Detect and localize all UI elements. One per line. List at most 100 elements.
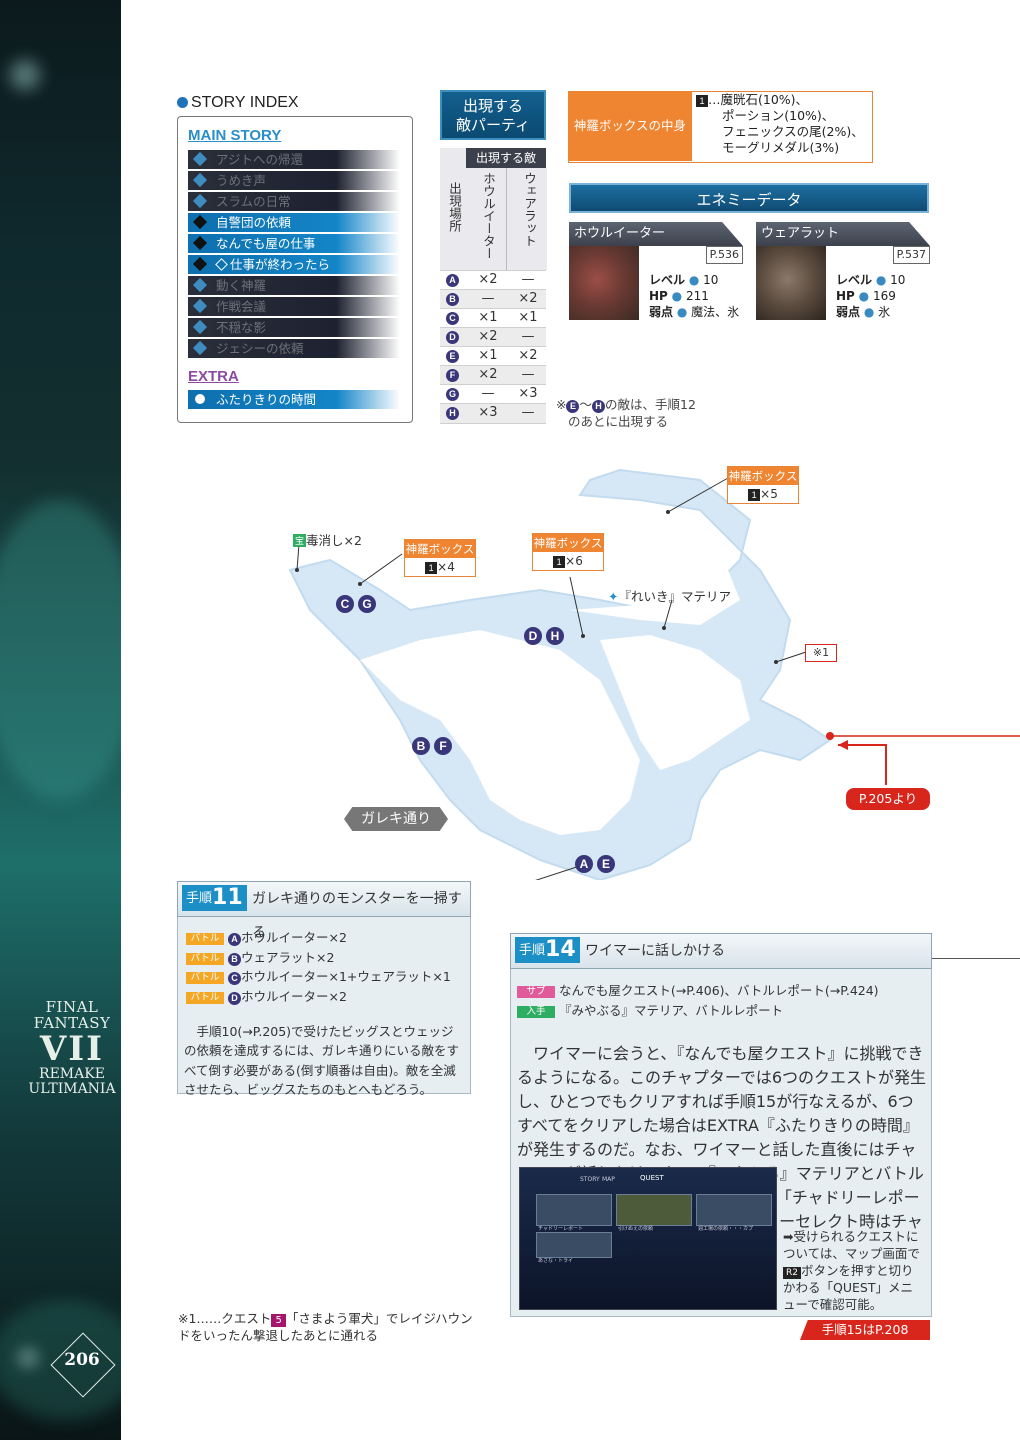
map-marker: F [434, 737, 452, 755]
table-row: B—×2 [440, 289, 546, 309]
step-11-body: 手順10(→P.205)で受けたビッグスとウェッジの依頼を達成するには、ガレキ通… [184, 1023, 460, 1098]
diamond-icon [192, 319, 208, 335]
step-number: 手順14 [515, 937, 580, 963]
step-14-tags: サブなんでも屋クエスト(→P.406)、バトルレポート(→P.424) 入手『み… [517, 981, 927, 1020]
story-item-current[interactable]: なんでも屋の仕事 [188, 234, 400, 253]
story-item[interactable]: 動く神羅 [188, 276, 400, 295]
extra-label: EXTRA [188, 368, 239, 385]
diamond-icon [192, 277, 208, 293]
diamond-icon [192, 193, 208, 209]
story-item[interactable]: 作戦会議 [188, 297, 400, 316]
next-step-link[interactable]: 手順15はP.208 [800, 1320, 930, 1340]
r2-button-icon: R2 [783, 1267, 801, 1279]
logo-line2: VII [39, 1028, 105, 1069]
map-note-mark: ※1 [805, 644, 837, 662]
step-number: 手順11 [182, 885, 247, 911]
map-marker: A [575, 855, 593, 873]
extra-item[interactable]: ふたりきりの時間 [188, 390, 400, 409]
logo-line4: ULTIMANIA [28, 1080, 116, 1097]
story-item[interactable]: うめき声 [188, 171, 400, 190]
leader-line [930, 958, 1020, 959]
map-marker: E [597, 855, 615, 873]
sparkle-icon: ✦ [608, 589, 619, 604]
story-index-title: STORY INDEX [177, 94, 299, 112]
col-header-1: ホウルイーター [466, 168, 507, 270]
diamond-icon [192, 151, 208, 167]
table-row: C×1×1 [440, 308, 546, 328]
box-icon: 1 [696, 95, 708, 107]
shinra-box-label: 神羅ボックスの中身 [568, 91, 692, 161]
box-icon: 1 [553, 556, 566, 568]
street-name: ガレキ通り [344, 807, 448, 831]
story-item[interactable]: スラムの日常 [188, 192, 400, 211]
shinra-box-items: 1…魔晄石(10%)、 ポーション(10%)、 フェニックスの尾(2%)、 モー… [696, 92, 870, 156]
story-item[interactable]: ジェシーの依頼 [188, 339, 400, 358]
treasure-icon: 宝 [293, 534, 307, 547]
diamond-icon [192, 298, 208, 314]
treasure-label: 宝毒消し×2 [293, 533, 362, 548]
enemy-card[interactable]: ウェアラット P.537 レベル ● 10 HP ● 169 弱点 ● 氷 [756, 222, 930, 320]
col-header-2: ウェアラット [507, 168, 547, 270]
table-row: D×2— [440, 327, 546, 347]
story-item[interactable]: アジトへの帰還 [188, 150, 400, 169]
diamond-icon [192, 256, 208, 272]
alert-diamond-icon [192, 214, 208, 230]
diamond-icon [192, 172, 208, 188]
enemy-data-title: エネミーデータ [569, 183, 929, 213]
map-marker: B [412, 737, 430, 755]
story-item[interactable]: 不穏な影 [188, 318, 400, 337]
materia-label: ✦『れいき』マテリア [608, 589, 731, 604]
map-marker: C [336, 595, 354, 613]
page-number: 206 [64, 1350, 100, 1370]
small-diamond-icon [215, 258, 228, 271]
map-marker: G [358, 595, 376, 613]
enemy-card[interactable]: ホウルイーター P.536 レベル ● 10 HP ● 211 弱点 ● 魔法、… [569, 222, 743, 320]
map-marker: D [524, 627, 542, 645]
page-ref: P.537 [892, 246, 930, 264]
step-11-box [177, 900, 471, 1094]
table-row: E×1×2 [440, 346, 546, 366]
box-icon: 1 [748, 489, 761, 501]
game-logo: FINAL FANTASY VII REMAKE ULTIMANIA [22, 998, 122, 1097]
story-index-title-text: STORY INDEX [191, 94, 299, 111]
table-row: F×2— [440, 365, 546, 385]
place-header: 出現場所 [440, 148, 467, 270]
enemy-party-title: 出現する 敵パーティ [440, 90, 546, 140]
enemy-stats: レベル ● 10 HP ● 211 弱点 ● 魔法、氷 [649, 273, 740, 319]
table-row: A×2— [440, 270, 546, 290]
story-item-current[interactable]: 自警団の依頼 [188, 213, 400, 232]
story-subitem-current[interactable]: 仕事が終わったら [188, 255, 400, 274]
area-map [288, 468, 1020, 880]
alert-diamond-icon [192, 235, 208, 251]
enemy-header: 出現する敵 [466, 148, 546, 168]
box-icon: 1 [425, 562, 438, 574]
enemy-portrait [569, 246, 639, 320]
logo-line3: REMAKE [39, 1066, 105, 1083]
logo-line1: FINAL FANTASY [33, 998, 111, 1032]
enemy-stats: レベル ● 10 HP ● 169 弱点 ● 氷 [836, 273, 906, 319]
story-index-box: MAIN STORY アジトへの帰還 うめき声 スラムの日常 自警団の依頼 なん… [177, 116, 413, 423]
target-icon [195, 394, 205, 404]
step-14-header: 手順14 ワイマーに話しかける [510, 933, 932, 969]
side-strip [0, 0, 121, 1440]
main-story-label: MAIN STORY [188, 127, 282, 144]
table-row: H×3— [440, 403, 546, 424]
page-ref: P.536 [705, 246, 743, 264]
quest-menu-screenshot: STORY MAP QUEST チャドリーレポート 引けぬえの依頼 週工場の依頼… [519, 1167, 777, 1310]
step-11-header: 手順11 ガレキ通りのモンスターを一掃する [177, 881, 471, 941]
globe-icon [177, 97, 188, 108]
map-marker: H [546, 627, 564, 645]
from-page-label[interactable]: P.205より [846, 788, 930, 810]
diamond-icon [192, 340, 208, 356]
